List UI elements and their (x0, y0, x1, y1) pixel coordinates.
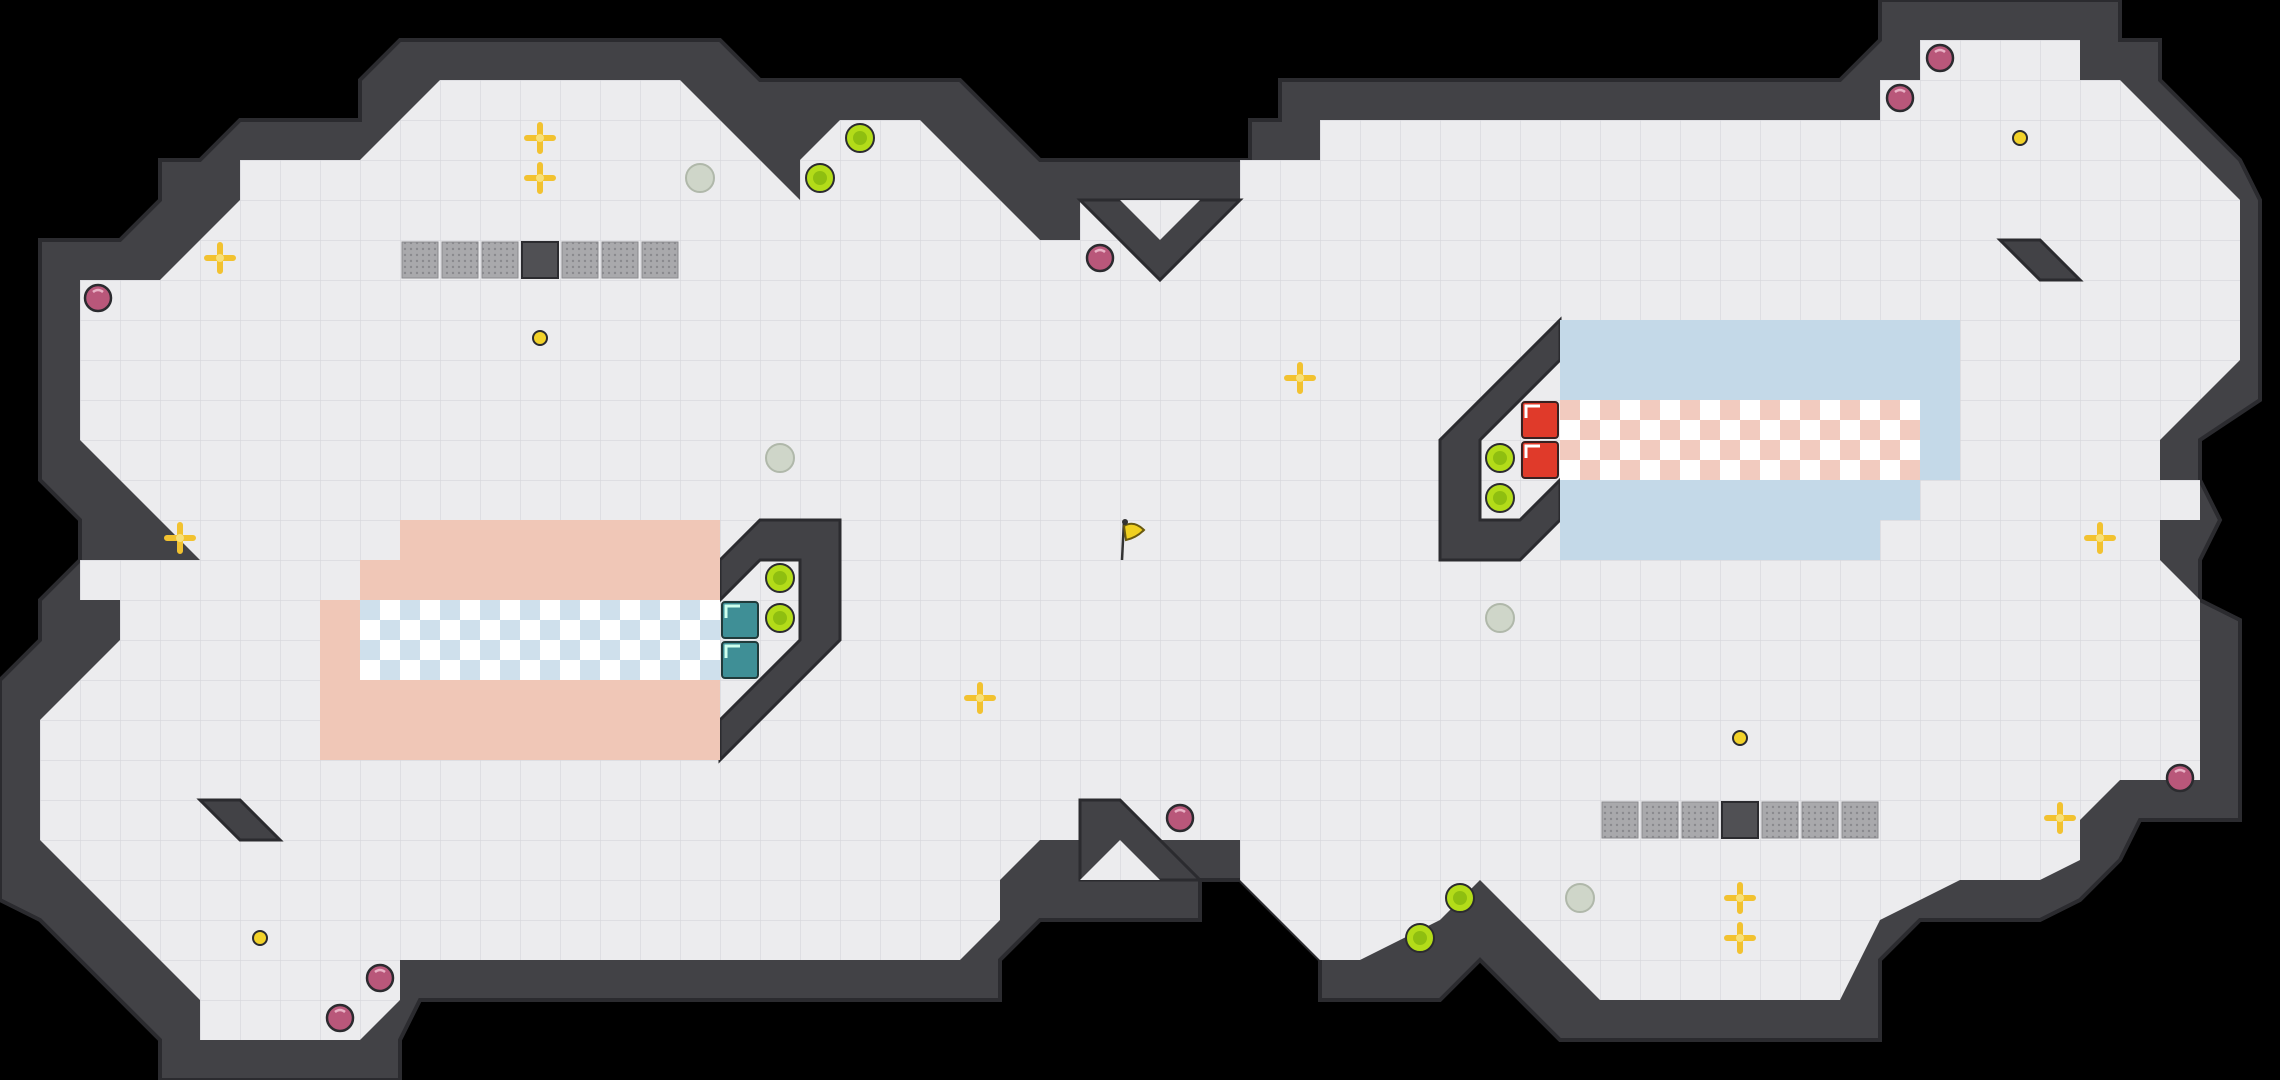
button-icon[interactable] (2012, 130, 2028, 146)
bomb-icon[interactable] (2165, 763, 2195, 793)
boost-icon[interactable] (1284, 362, 1316, 394)
red-blocks[interactable] (1521, 401, 1559, 479)
spike-pad-icon (1601, 801, 1639, 839)
bomb-icon[interactable] (325, 1003, 355, 1033)
boost-icon[interactable] (1724, 922, 1756, 954)
powerup-icon[interactable] (1405, 923, 1435, 953)
spike-pad-icon (1761, 801, 1799, 839)
spike-pad-icon (1801, 801, 1839, 839)
bomb-icon[interactable] (365, 963, 395, 993)
spike-pad-icon (641, 241, 679, 279)
button-icon[interactable] (532, 330, 548, 346)
red-block-icon[interactable] (1521, 441, 1559, 479)
bomb-icon[interactable] (1885, 83, 1915, 113)
button-icon[interactable] (252, 930, 268, 946)
blue-block-icon[interactable] (721, 641, 759, 679)
blue-block-icon[interactable] (721, 601, 759, 639)
red-block-icon[interactable] (1521, 401, 1559, 439)
boost-icon[interactable] (164, 522, 196, 554)
boost-icon[interactable] (2044, 802, 2076, 834)
powerup-icon (1565, 883, 1595, 913)
powerup-icon (685, 163, 715, 193)
spike-pad-icon (401, 241, 439, 279)
powerup-icon (1485, 603, 1515, 633)
powerup-icon[interactable] (765, 603, 795, 633)
powerup-icon[interactable] (765, 563, 795, 593)
spike-pad-icon (1681, 801, 1719, 839)
bomb-icon[interactable] (83, 283, 113, 313)
spike-pads (401, 241, 1879, 839)
powerup-icon[interactable] (1485, 443, 1515, 473)
powerup-icon[interactable] (1485, 483, 1515, 513)
powerup-icon (765, 443, 795, 473)
spike-pad-icon (441, 241, 479, 279)
flag-icon[interactable] (1120, 519, 1146, 561)
powerup-icon[interactable] (805, 163, 835, 193)
map-items[interactable] (83, 43, 2195, 1033)
blue-blocks[interactable] (721, 601, 759, 679)
spike-pad-icon (481, 241, 519, 279)
button-icon[interactable] (1732, 730, 1748, 746)
boost-icon[interactable] (524, 162, 556, 194)
boost-icon[interactable] (964, 682, 996, 714)
spike-pad-icon (1641, 801, 1679, 839)
boost-icon[interactable] (2084, 522, 2116, 554)
boost-icon[interactable] (1724, 882, 1756, 914)
spike-pad-icon (1721, 801, 1759, 839)
bomb-icon[interactable] (1165, 803, 1195, 833)
boost-icon[interactable] (204, 242, 236, 274)
powerup-icon[interactable] (1445, 883, 1475, 913)
blue-team-zone (1560, 320, 1960, 560)
red-team-zone (320, 520, 720, 760)
boost-icon[interactable] (524, 122, 556, 154)
spike-pad-icon (601, 241, 639, 279)
powerup-icon[interactable] (845, 123, 875, 153)
bomb-icon[interactable] (1925, 43, 1955, 73)
spike-pad-icon (1841, 801, 1879, 839)
spike-pad-icon (561, 241, 599, 279)
spike-pad-icon (521, 241, 559, 279)
bomb-icon[interactable] (1085, 243, 1115, 273)
floor (40, 40, 2240, 1040)
